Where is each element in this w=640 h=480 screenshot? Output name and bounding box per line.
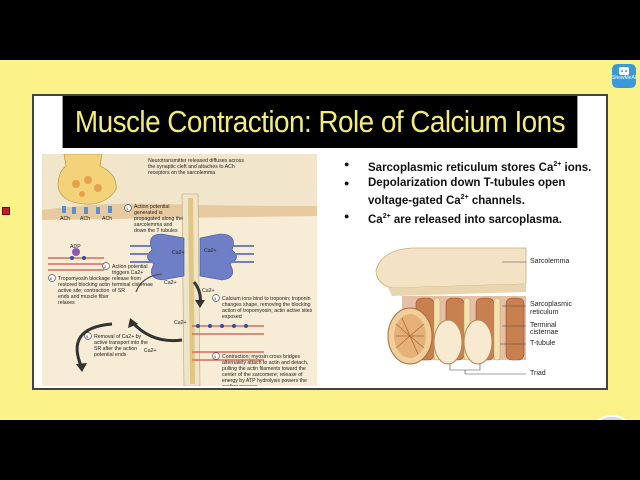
caption-troponin: Calcium ions bind to troponin; troponin … [222, 296, 313, 320]
label-ca-2: Ca2+ [204, 248, 217, 254]
bullet-list: Sarcoplasmic reticulum stores Ca2+ ions.… [344, 158, 608, 229]
calcium-cycle-diagram: 1 2 3 4 5 6 Neurotransmitter released di… [42, 154, 317, 386]
bullet-item: Sarcoplasmic reticulum stores Ca2+ ions. [344, 158, 608, 175]
slide-title: Muscle Contraction: Role of Calcium Ions [62, 96, 578, 148]
letterbox-top [0, 0, 640, 60]
label-ca-5: Ca2+ [174, 320, 187, 326]
label-ach-1: ACh [60, 216, 71, 222]
label-ach-3: ACh [102, 216, 113, 222]
label-t-tubule: T-tubule [530, 340, 556, 347]
logo-text: ShowMeAI [612, 75, 637, 81]
slide-stage: ShowMeAI Muscle Contraction: Role of Cal… [0, 60, 640, 420]
label-ca-1: Ca2+ [172, 250, 185, 256]
calcium-cycle-illustration [42, 154, 317, 386]
step-number-2: 2 [104, 264, 107, 269]
label-ca-3: Ca2+ [164, 280, 177, 286]
bullet-item: Ca2+ are released into sarcoplasma. [344, 210, 608, 227]
triad-diagram: Sarcolemma Sarcoplasmic reticulum Termin… [352, 244, 582, 386]
step-number-6: 6 [50, 276, 53, 281]
step-number-4: 4 [214, 354, 217, 359]
label-sarcolemma: Sarcolemma [530, 258, 570, 265]
bullet-item: Depolarization down T-tubules open volta… [344, 177, 608, 208]
caption-removal: Removal of Ca2+ by active transport into… [94, 334, 148, 358]
slide: Muscle Contraction: Role of Calcium Ions [32, 94, 608, 390]
label-ach-2: ACh [80, 216, 91, 222]
step-number-5: 5 [86, 334, 89, 339]
step-number-1: 1 [126, 206, 129, 211]
label-sarcoplasmic-reticulum: Sarcoplasmic reticulum [530, 301, 573, 316]
letterbox-bottom [0, 420, 640, 480]
label-adp: ADP [70, 244, 81, 250]
side-marker [2, 207, 10, 215]
caption-tropomyosin: Tropomyosin blockage restored blocking a… [58, 276, 110, 306]
caption-action-potential: Action potential generated is propagated… [134, 204, 184, 234]
robot-icon [619, 67, 629, 75]
label-terminal-cisternae: Terminal cisternae [530, 322, 559, 336]
caption-contraction: Contraction; myosin cross bridges altern… [222, 354, 309, 386]
caption-ca-release: Action potential triggers Ca2+ release f… [112, 264, 153, 294]
label-ca-4: Ca2+ [202, 288, 215, 294]
label-ca-6: Ca2+ [144, 348, 157, 354]
step-number-3: 3 [214, 296, 217, 301]
triad-illustration [375, 247, 527, 375]
caption-neurotransmitter: Neurotransmitter released diffuses acros… [148, 158, 244, 176]
channel-logo[interactable]: ShowMeAI [612, 64, 636, 88]
label-triad: Triad [530, 370, 546, 377]
